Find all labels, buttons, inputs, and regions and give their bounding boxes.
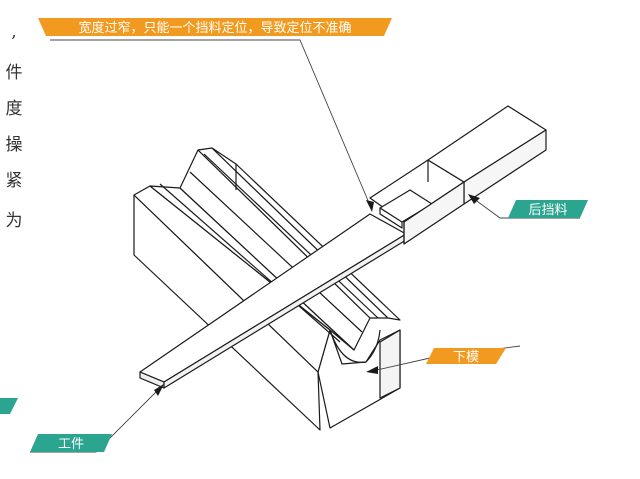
- back-gauge-label: 后挡料: [528, 203, 567, 218]
- tag-workpiece-bg: [30, 434, 112, 452]
- tag-back-gauge-bg: [508, 200, 588, 218]
- lower-die-right-face: [379, 329, 401, 399]
- tag-top-note-bg: [38, 18, 392, 36]
- arrowhead-workpiece: [154, 384, 164, 396]
- arrowhead-top-note: [366, 200, 374, 212]
- side-char-1: ,: [11, 22, 17, 42]
- side-char-4: 操: [5, 135, 23, 155]
- side-char-2: 件: [5, 63, 23, 83]
- tag-lower-die-bg: [426, 348, 506, 364]
- lower-die-label: 下模: [453, 350, 479, 365]
- arrowhead-lower-die: [366, 366, 378, 374]
- leader-top-note: [50, 39, 373, 211]
- side-char-6: 为: [5, 211, 23, 231]
- arrowhead-back-gauge: [468, 194, 480, 204]
- tag-left-edge: [0, 398, 18, 414]
- side-char-3: 度: [5, 99, 23, 119]
- top-note-label: 宽度过窄，只能一个挡料定位，导致定位不准确: [78, 20, 351, 36]
- side-char-5: 紧: [5, 171, 23, 191]
- workpiece-label: 工件: [58, 437, 84, 452]
